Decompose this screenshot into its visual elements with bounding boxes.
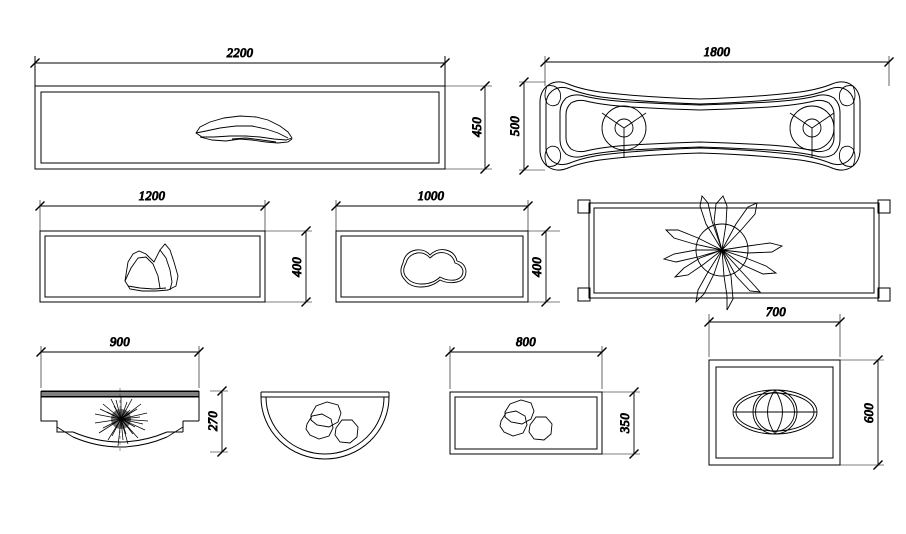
dimension-450: 450 — [445, 80, 492, 175]
dimension-label: 1800 — [704, 45, 731, 59]
dimension-label: 2200 — [227, 46, 254, 60]
dimension-700: 700 — [703, 305, 846, 357]
dimension-1200: 1200 — [34, 189, 271, 231]
dimension-1800: 1800 — [539, 45, 895, 86]
corner-block — [877, 199, 891, 214]
detail-4-small-rectangular-planter: 1000 400 — [330, 189, 560, 308]
dimension-label: 700 — [766, 305, 786, 319]
dimension-350: 350 — [602, 386, 640, 460]
three-stones-motif — [499, 399, 553, 441]
organic-blob-motif — [400, 249, 467, 288]
radiating-palm-motif — [662, 195, 784, 311]
dimension-600: 600 — [840, 354, 884, 471]
dimension-label: 270 — [206, 411, 220, 431]
dimension-400a: 400 — [265, 225, 312, 308]
dimension-label: 900 — [110, 335, 130, 349]
detail-9-square-feature-planter: 700 600 — [703, 305, 884, 471]
dimension-1000: 1000 — [330, 189, 534, 231]
detail-7-semicircular-bowl — [260, 391, 390, 460]
tree-symbol-icon — [601, 105, 647, 158]
dimension-label: 400 — [530, 257, 544, 277]
corner-block — [877, 287, 891, 302]
dimension-label: 600 — [862, 403, 876, 423]
detail-2-ornate-curved-planter: 1800 500 — [508, 45, 895, 176]
detail-3-medium-rectangular-planter: 1200 400 — [34, 189, 312, 308]
dimension-label: 450 — [470, 117, 484, 137]
detail-6-wall-mounted-curved-planter: 900 270 — [35, 335, 228, 458]
dimension-label: 400 — [290, 257, 304, 277]
corner-block — [577, 199, 591, 214]
detail-1-long-rectangular-planter: 2200 450 — [29, 46, 492, 175]
dimension-label: 800 — [516, 335, 536, 349]
dimension-label: 350 — [618, 413, 632, 434]
angular-rock-motif — [124, 243, 179, 292]
dimension-2200: 2200 — [29, 46, 451, 86]
dimension-500: 500 — [508, 76, 545, 176]
dimension-800: 800 — [444, 335, 608, 389]
dimension-900: 900 — [35, 335, 205, 388]
corner-block — [577, 287, 591, 302]
dimension-label: 1000 — [418, 189, 445, 203]
ellipse-circle-eye-motif — [732, 389, 818, 435]
dimension-label: 500 — [508, 116, 522, 136]
dimension-label: 1200 — [139, 189, 166, 203]
dimension-400b: 400 — [528, 225, 560, 308]
three-stones-motif — [305, 401, 359, 444]
dimension-270: 270 — [206, 385, 228, 458]
detail-8-stone-feature-planter: 800 350 — [444, 335, 640, 460]
detail-5-pilaster-framed-planter — [577, 195, 891, 311]
driftwood-rock-motif — [195, 115, 293, 144]
tree-symbol-icon — [789, 105, 835, 158]
dense-shrub-motif — [94, 396, 149, 447]
